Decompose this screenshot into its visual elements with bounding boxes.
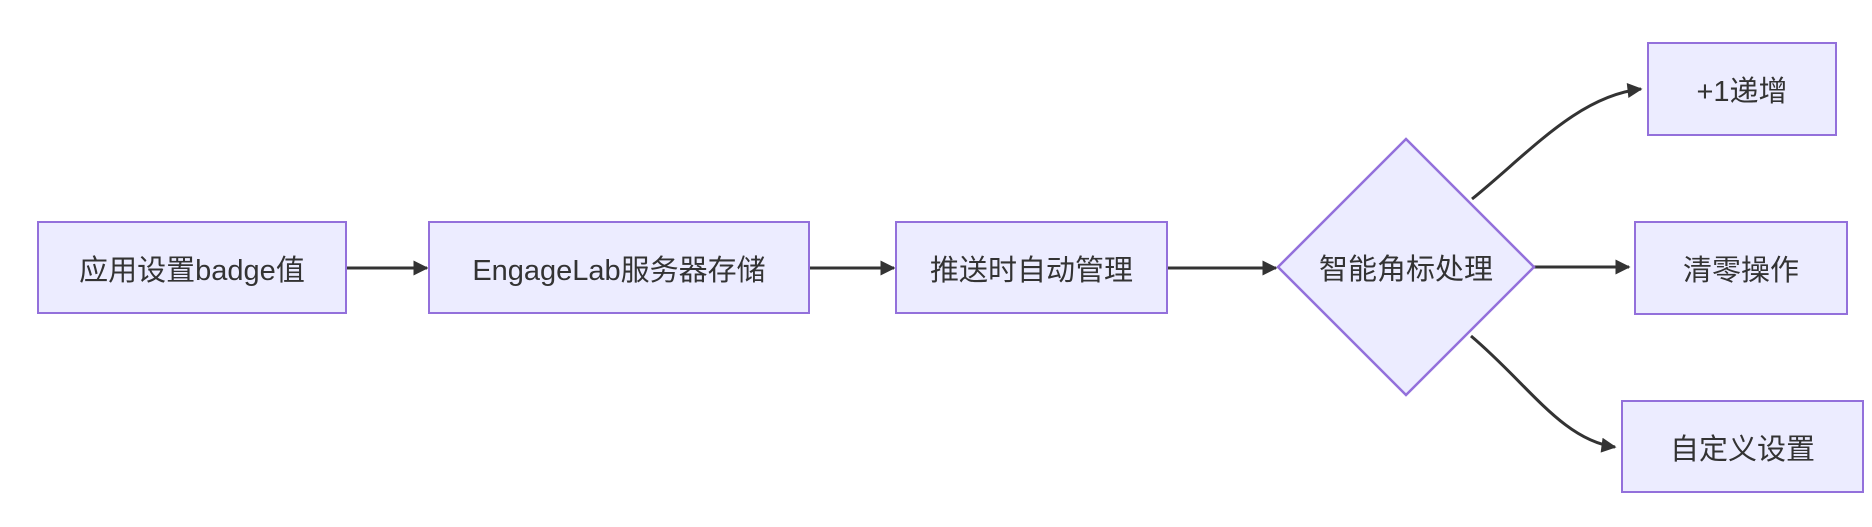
node-server-store-label: EngageLab服务器存储 bbox=[472, 254, 766, 287]
node-smart-badge-shape bbox=[1276, 137, 1536, 397]
node-custom: 自定义设置 bbox=[1621, 400, 1864, 493]
edge-smart-to-custom bbox=[1470, 334, 1617, 453]
node-smart-badge: 智能角标处理 bbox=[1306, 247, 1506, 287]
node-server-store: EngageLab服务器存储 bbox=[428, 221, 810, 314]
node-reset: 清零操作 bbox=[1634, 221, 1848, 315]
node-custom-label: 自定义设置 bbox=[1669, 433, 1815, 466]
node-reset-label: 清零操作 bbox=[1682, 255, 1799, 287]
node-auto-manage: 推送时自动管理 bbox=[895, 221, 1168, 314]
node-increment-label: +1递增 bbox=[1696, 76, 1788, 108]
node-auto-manage-label: 推送时自动管理 bbox=[929, 254, 1133, 287]
node-app-set-badge: 应用设置badge值 bbox=[37, 221, 347, 314]
edge-smart-to-increment bbox=[1471, 83, 1643, 201]
node-increment: +1递增 bbox=[1647, 42, 1837, 136]
node-smart-badge-label: 智能角标处理 bbox=[1318, 254, 1493, 286]
node-app-set-badge-label: 应用设置badge值 bbox=[79, 254, 305, 287]
